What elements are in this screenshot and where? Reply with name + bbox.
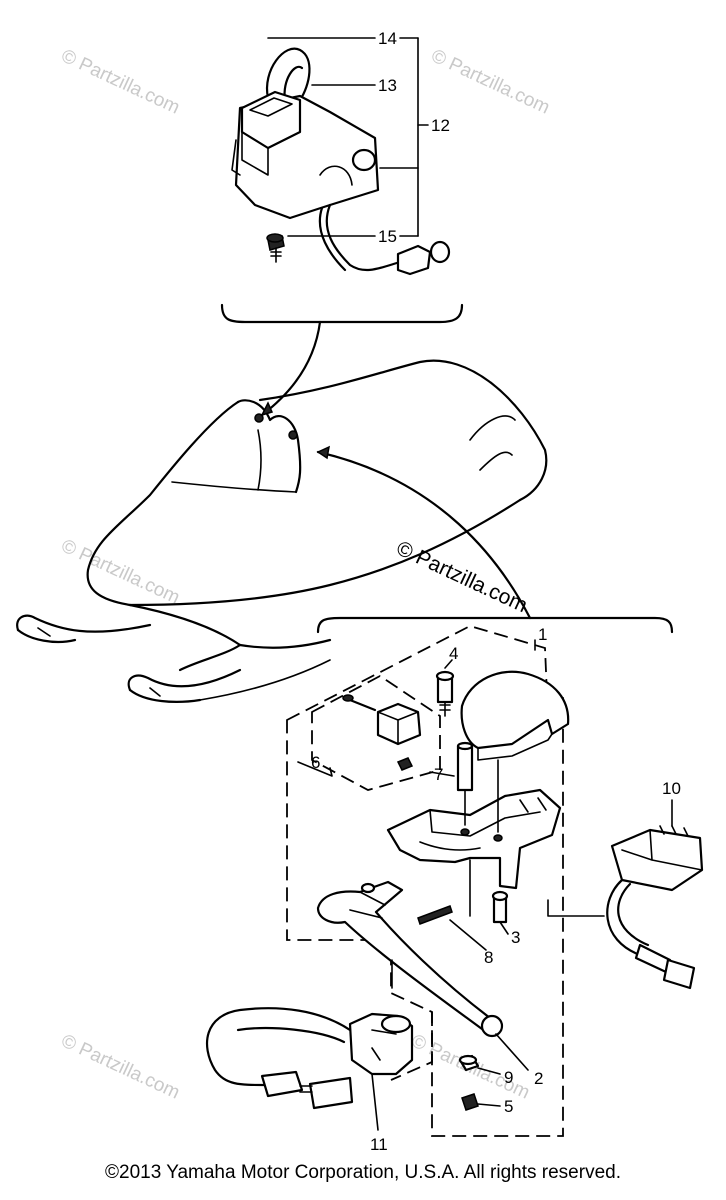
seat (258, 359, 548, 502)
watermark-mid-left: © Partzilla.com (58, 535, 183, 608)
housing-grommet (351, 148, 377, 172)
housing-connector (396, 244, 432, 276)
hood (236, 399, 302, 494)
part-7-collar (456, 744, 474, 792)
callout-15: 15 (378, 227, 397, 246)
callout-7: 7 (434, 765, 443, 784)
part-5-nut (461, 1093, 479, 1111)
part-6-nut (396, 757, 414, 771)
callout-10: 10 (662, 779, 681, 798)
callout-6: 6 (311, 753, 320, 772)
housing-wire (325, 203, 402, 272)
callout-1: 1 (538, 625, 547, 644)
pointer-arrow-bottom (316, 450, 532, 620)
pointer-arrow-top (260, 320, 322, 417)
watermark-top-right: © Partzilla.com (428, 45, 553, 118)
callout-14: 14 (378, 29, 397, 48)
part-11-wire (206, 1007, 352, 1087)
callout-2: 2 (534, 1069, 543, 1088)
mount-dot-right (288, 430, 298, 440)
left-ski (16, 614, 152, 633)
body-side (128, 498, 522, 607)
callout-8: 8 (484, 948, 493, 967)
bottom-detail-bracket (316, 616, 674, 634)
switch-subkit-outline (390, 1012, 433, 1081)
callout-13: 13 (378, 76, 397, 95)
part-11-connector (260, 1070, 304, 1098)
callout-12: 12 (431, 116, 450, 135)
subkit-6-outline (311, 674, 441, 791)
copyright-footer: ©2013 Yamaha Motor Corporation, U.S.A. A… (105, 1162, 621, 1183)
lever-bracket (386, 788, 562, 890)
part-8-screw (417, 905, 453, 925)
lever-ball-end (480, 1014, 504, 1038)
callout-5: 5 (504, 1097, 513, 1116)
part-10-connector (662, 958, 696, 990)
snowmobile-outline (16, 320, 674, 703)
callout-3: 3 (511, 928, 520, 947)
part-10-module (610, 828, 704, 892)
callout-9: 9 (504, 1068, 513, 1087)
watermark-bottom-left: © Partzilla.com (58, 1030, 183, 1103)
watermark-center: © Partzilla.com (393, 537, 531, 618)
callout-4: 4 (449, 644, 458, 663)
switch-housing-assembly: 14 13 12 15 (220, 29, 464, 324)
right-ski (127, 668, 242, 692)
part-10-wire (606, 878, 642, 957)
part-6-block (376, 702, 422, 746)
callout-11: 11 (370, 1135, 388, 1154)
watermark-top-left: © Partzilla.com (58, 45, 183, 118)
lever-cover (460, 670, 570, 750)
wire-loop (265, 47, 311, 102)
lever-assembly: 6 4 7 3 8 (206, 625, 704, 1154)
top-detail-bracket (220, 303, 464, 324)
